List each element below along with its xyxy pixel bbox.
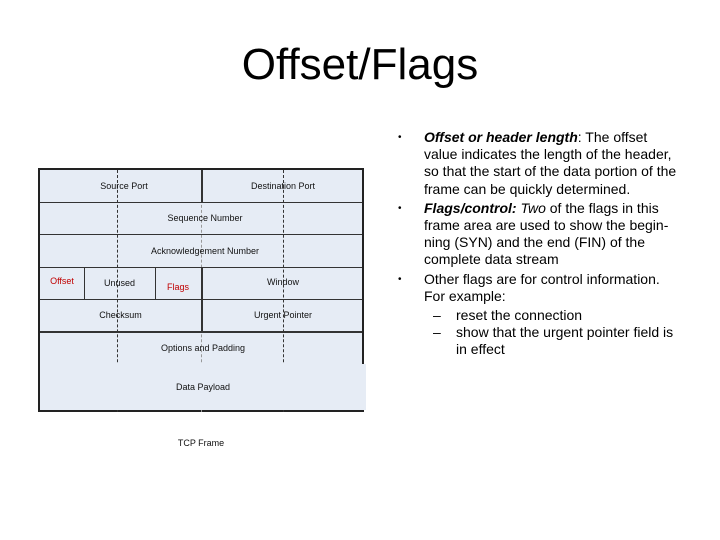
- bullet-text: of the flags in this frame area are used…: [424, 199, 669, 268]
- bullet-offset: • Offset or header length: The offset va…: [398, 129, 677, 197]
- field-window: Window: [266, 277, 299, 287]
- bullet-lead: Offset or header length: [424, 129, 578, 145]
- bullet-flags: • Flags/control: Two of the flags in thi…: [398, 199, 669, 268]
- slide-title: Offset/Flags: [241, 40, 479, 89]
- diagram-caption: TCP Frame: [177, 438, 225, 448]
- field-data-payload: Data Payload: [40, 364, 366, 410]
- field-destination-port: Destination Port: [250, 181, 316, 191]
- sub-bullet-reset: – reset the connection: [433, 307, 583, 324]
- field-options-padding: Options and Padding: [160, 343, 246, 353]
- bullet-text: : The offset value indicates the length …: [424, 129, 677, 197]
- field-urgent-pointer: Urgent Pointer: [253, 310, 313, 320]
- field-flags: Flags: [166, 282, 189, 292]
- sub-bullet-text: show that the urgent pointer field is in…: [456, 324, 674, 358]
- field-offset: Offset: [50, 276, 74, 286]
- bullet-emphasis: Two: [516, 199, 546, 216]
- field-unused: Unused: [103, 278, 136, 288]
- bullet-lead: Flags/control:: [424, 199, 517, 216]
- bullet-other-flags: • Other flags are for control informatio…: [398, 270, 660, 304]
- tcp-frame-diagram: Source Port Destination Port Sequence Nu…: [38, 168, 366, 412]
- sub-bullet-text: reset the connection: [456, 307, 583, 324]
- field-acknowledgement-number: Acknowledgement Number: [150, 245, 260, 256]
- bullet-text: Other flags are for control information.…: [424, 270, 660, 304]
- field-source-port: Source Port: [100, 181, 148, 191]
- sub-bullet-urgent: – show that the urgent pointer field is …: [433, 324, 674, 358]
- field-checksum: Checksum: [99, 310, 142, 320]
- bullet-list: • Offset or header length: The offset va…: [398, 129, 688, 359]
- field-sequence-number: Sequence Number: [167, 213, 243, 223]
